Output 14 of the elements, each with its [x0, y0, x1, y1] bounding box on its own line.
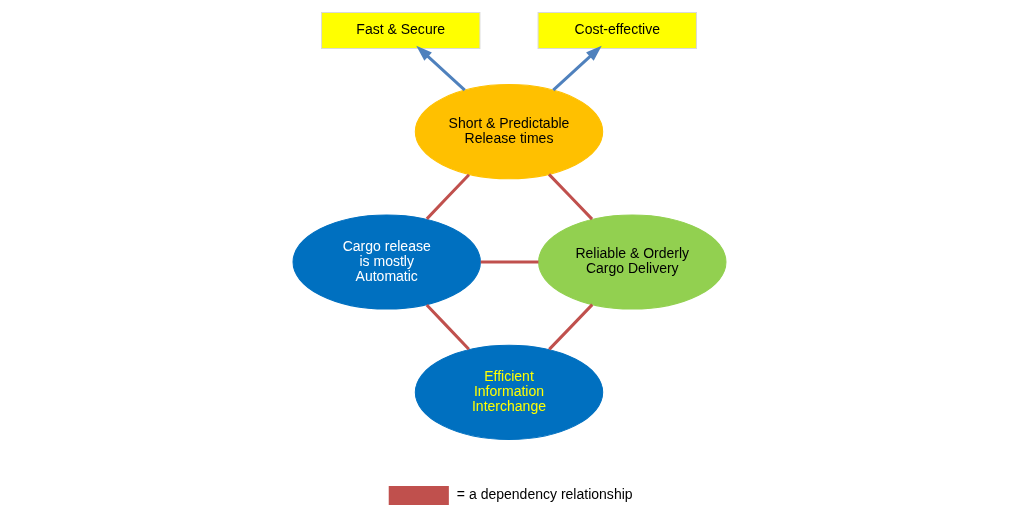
- node-box: Fast & Secure: [321, 11, 481, 49]
- node-box: Cost-effective: [537, 11, 697, 49]
- connector: [480, 260, 539, 264]
- arrow: [552, 45, 602, 92]
- node-ellipse: Efficient Information Interchange: [414, 344, 604, 440]
- connector: [425, 173, 471, 220]
- node-ellipse: Cargo release is mostly Automatic: [292, 214, 481, 310]
- connector: [425, 303, 470, 351]
- arrow: [416, 45, 466, 92]
- connector: [547, 173, 594, 221]
- node-ellipse: Short & Predictable Release times: [414, 84, 604, 180]
- legend-label: = a dependency relationship: [456, 486, 633, 503]
- connector: [548, 303, 594, 351]
- node-ellipse: Reliable & Orderly Cargo Delivery: [538, 214, 727, 310]
